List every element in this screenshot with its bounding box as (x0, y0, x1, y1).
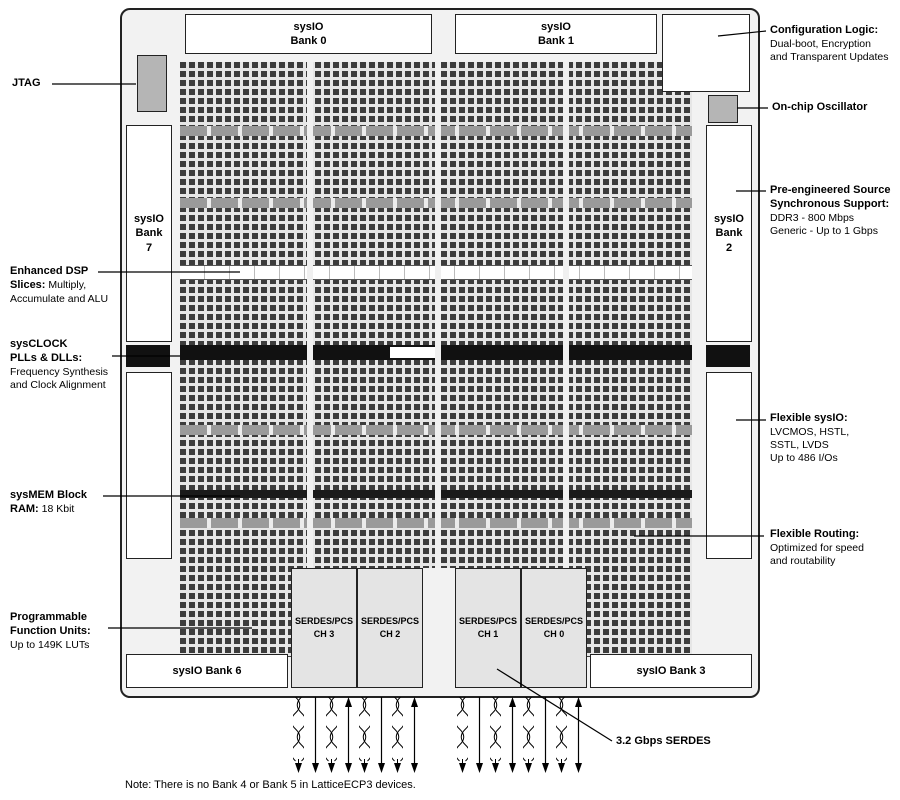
config-logic-block (662, 14, 750, 92)
twisted-pair-icon (359, 697, 370, 773)
callout-flexible-routing-body: Optimized for speed and routability (770, 541, 864, 567)
callout-flexible-routing: Flexible Routing: Optimized for speed an… (770, 528, 888, 568)
fabric-column-gap (563, 62, 569, 657)
callout-oscillator: On-chip Oscillator (772, 101, 894, 115)
callout-oscillator-title: On-chip Oscillator (772, 101, 868, 113)
callout-config-logic: Configuration Logic: Dual-boot, Encrypti… (770, 24, 896, 64)
callout-config-logic-body: Dual-boot, Encryption and Transparent Up… (770, 37, 889, 63)
serdes-ch1-label: SERDES/PCS CH 1 (458, 616, 518, 639)
callout-flexible-sysio-title: Flexible sysIO: (770, 412, 848, 424)
callout-sysmem-title: sysMEM Block RAM: (10, 489, 88, 515)
serdes-ch2: SERDES/PCS CH 2 (357, 568, 423, 688)
serdes-io-arrows-ch1 (457, 697, 517, 775)
twisted-pair-icon (457, 697, 468, 773)
twisted-pair-icon (293, 697, 304, 773)
io-box-right-lower (706, 372, 752, 559)
serdes-ch1: SERDES/PCS CH 1 (455, 568, 521, 688)
sysio-bank-0: sysIO Bank 0 (185, 14, 432, 54)
callout-sysmem-body: 18 Kbit (41, 502, 75, 515)
serdes-ch3: SERDES/PCS CH 3 (291, 568, 357, 688)
arrow-updown-icon (574, 697, 582, 773)
callout-flexible-sysio: Flexible sysIO: LVCMOS, HSTL, SSTL, LVDS… (770, 412, 882, 465)
callout-dsp: Enhanced DSP Slices: Multiply, Accumulat… (10, 265, 122, 306)
serdes-io-arrows-ch0 (523, 697, 583, 775)
callout-pfu-title: Programmable Function Units: (10, 611, 91, 637)
callout-config-logic-title: Configuration Logic: (770, 24, 879, 36)
pll-block-left (126, 345, 170, 367)
arrow-down-icon (377, 697, 385, 773)
serdes-io-arrows-ch3 (293, 697, 353, 775)
serdes-ch0-label: SERDES/PCS CH 0 (524, 616, 584, 639)
arrow-updown-icon (508, 697, 516, 773)
arrow-down-icon (475, 697, 483, 773)
callout-dsp-title: Enhanced DSP Slices: (10, 265, 89, 291)
callout-pfu-body: Up to 149K LUTs (10, 638, 90, 651)
twisted-pair-icon (392, 697, 404, 773)
callout-flexible-sysio-body: LVCMOS, HSTL, SSTL, LVDS Up to 486 I/Os (770, 425, 850, 464)
twisted-pair-icon (326, 697, 338, 773)
callout-sysmem: sysMEM Block RAM: 18 Kbit (10, 489, 118, 517)
sysio-bank-6: sysIO Bank 6 (126, 654, 288, 688)
pll-block-right (706, 345, 750, 367)
callout-pre-engineered-body: DDR3 - 800 Mbps Generic - Up to 1 Gbps (770, 211, 878, 237)
fabric-column-gap (307, 62, 313, 657)
serdes-ch0: SERDES/PCS CH 0 (521, 568, 587, 688)
oscillator-block (708, 95, 738, 123)
callout-pre-engineered: Pre-engineered Source Synchronous Suppor… (770, 184, 900, 238)
callout-jtag: JTAG (12, 77, 72, 91)
callout-serdes-title: 3.2 Gbps SERDES (616, 735, 711, 747)
serdes-gap (421, 568, 455, 686)
sysio-bank-1: sysIO Bank 1 (455, 14, 657, 54)
callout-dsp-body: Multiply, Accumulate and ALU (10, 278, 109, 305)
serdes-ch2-label: SERDES/PCS CH 2 (360, 616, 420, 639)
twisted-pair-icon (523, 697, 534, 773)
arrow-updown-icon (410, 697, 418, 773)
fabric-column-gap (435, 62, 441, 657)
serdes-ch3-label: SERDES/PCS CH 3 (294, 616, 354, 639)
sysio-bank-3: sysIO Bank 3 (590, 654, 752, 688)
sysio-bank-7: sysIO Bank 7 (126, 125, 172, 342)
callout-jtag-title: JTAG (12, 77, 41, 89)
serdes-io-arrows-ch2 (359, 697, 419, 775)
footnote: Note: There is no Bank 4 or Bank 5 in La… (125, 779, 416, 791)
callout-sysclock-body: Frequency Synthesis and Clock Alignment (10, 365, 109, 391)
twisted-pair-icon (556, 697, 568, 773)
callout-serdes: 3.2 Gbps SERDES (616, 735, 746, 749)
callout-flexible-routing-title: Flexible Routing: (770, 528, 860, 540)
jtag-block (137, 55, 167, 112)
arrow-updown-icon (344, 697, 352, 773)
arrow-down-icon (541, 697, 549, 773)
callout-sysclock: sysCLOCK PLLs & DLLs: Frequency Synthesi… (10, 338, 122, 392)
twisted-pair-icon (490, 697, 502, 773)
sysio-bank-2: sysIO Bank 2 (706, 125, 752, 342)
callout-pfu: Programmable Function Units: Up to 149K … (10, 611, 118, 652)
arrow-down-icon (311, 697, 319, 773)
callout-pre-engineered-title: Pre-engineered Source Synchronous Suppor… (770, 184, 891, 210)
logic-fabric (180, 62, 692, 657)
callout-sysclock-title: sysCLOCK PLLs & DLLs: (10, 338, 83, 364)
pll-row-gap (390, 347, 440, 358)
io-box-left-lower (126, 372, 172, 559)
